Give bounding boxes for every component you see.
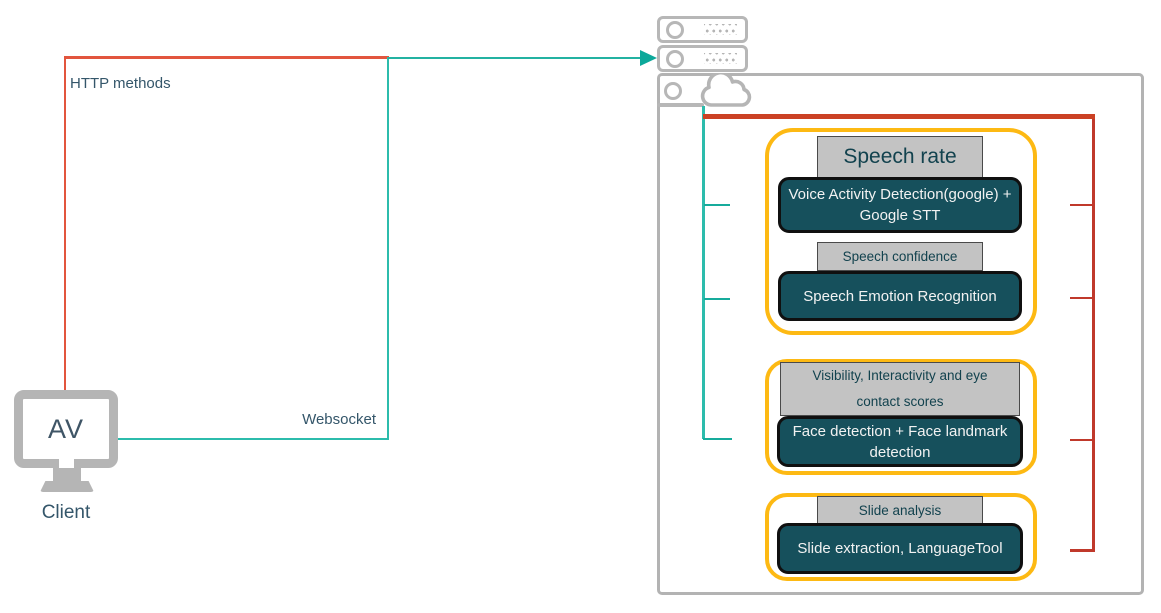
server-vents-icon bbox=[704, 53, 737, 64]
module-group-slide bbox=[765, 493, 1037, 581]
internal-response-line-vertical bbox=[1091, 116, 1095, 552]
response-branch-line bbox=[1070, 203, 1092, 206]
module-group-speech bbox=[765, 128, 1037, 335]
module-box-face-detection: Face detection + Face landmark detection bbox=[777, 416, 1023, 467]
response-branch-line bbox=[1070, 438, 1092, 441]
http-line-horizontal bbox=[63, 56, 389, 59]
internal-response-line-horizontal bbox=[703, 113, 1095, 119]
websocket-line-top bbox=[388, 56, 641, 59]
server-rack-row-1-icon bbox=[657, 16, 748, 43]
module-header-speech-rate: Speech rate bbox=[817, 136, 983, 178]
server-row-divider bbox=[657, 103, 704, 107]
cloud-icon bbox=[700, 73, 752, 107]
request-branch-line bbox=[704, 297, 730, 300]
websocket-arrowhead-icon bbox=[640, 50, 657, 66]
internal-request-line-vertical bbox=[702, 106, 705, 439]
request-branch-line bbox=[704, 203, 730, 206]
client-label: Client bbox=[41, 502, 91, 523]
server-led-icon bbox=[664, 82, 682, 100]
response-branch-line bbox=[1070, 549, 1092, 552]
http-methods-label: HTTP methods bbox=[70, 75, 171, 92]
client-monitor-icon: AV bbox=[14, 390, 118, 468]
module-header-visibility: Visibility, Interactivity and eye contac… bbox=[780, 362, 1020, 416]
request-branch-line bbox=[703, 437, 732, 440]
module-header-speech-confidence: Speech confidence bbox=[817, 242, 983, 271]
module-box-vad-stt: Voice Activity Detection(google) + Googl… bbox=[778, 177, 1022, 233]
http-line-vertical bbox=[63, 57, 66, 390]
client-screen-label: AV bbox=[47, 413, 84, 444]
server-vents-icon bbox=[704, 24, 737, 35]
monitor-stand-base bbox=[40, 481, 94, 492]
module-box-speech-emotion: Speech Emotion Recognition bbox=[778, 271, 1022, 321]
websocket-line-bottom bbox=[118, 437, 389, 440]
server-led-icon bbox=[666, 20, 684, 39]
module-group-visibility bbox=[765, 359, 1037, 475]
monitor-notch bbox=[59, 458, 74, 468]
monitor-stand-neck bbox=[53, 467, 81, 483]
module-header-slide-analysis: Slide analysis bbox=[817, 496, 983, 524]
websocket-line-vertical bbox=[386, 57, 389, 439]
module-box-slide-extraction: Slide extraction, LanguageTool bbox=[777, 523, 1023, 574]
response-branch-line bbox=[1070, 296, 1092, 299]
server-rack-row-2-icon bbox=[657, 45, 748, 72]
server-led-icon bbox=[666, 49, 684, 68]
websocket-label: Websocket bbox=[302, 411, 376, 428]
